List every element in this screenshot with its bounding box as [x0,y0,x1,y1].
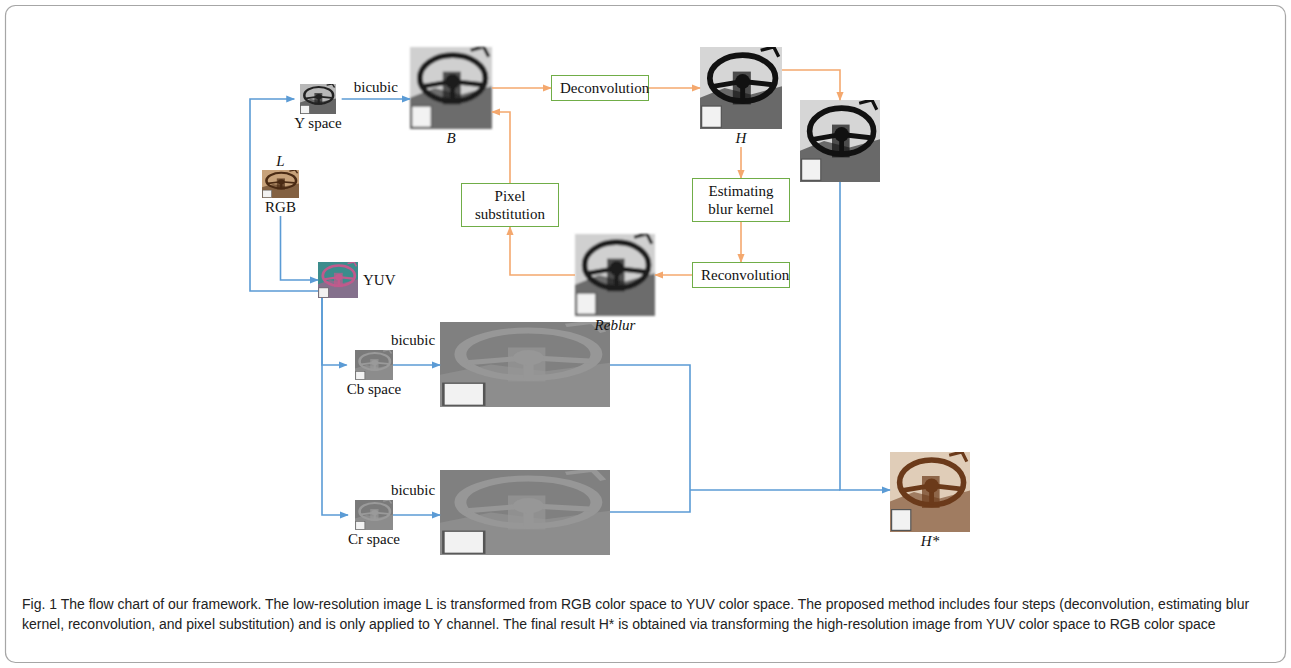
image-label: Y space [294,114,341,132]
process-box: Pixel substitution [461,183,559,227]
flow-wire [840,182,890,490]
image-label: Cb space [347,380,402,398]
image-thumbnail [355,500,393,530]
flow-arrow [322,298,348,515]
image-area [700,47,782,129]
image [440,322,610,407]
arrow-label: bicubic [352,78,400,96]
image-label: RGB [265,198,296,216]
image-area [318,262,358,298]
image-thumbnail [262,170,299,198]
image-node: Y space [294,84,341,132]
image-area [355,500,393,530]
image-label: Cr space [348,530,400,548]
flow-arrow [740,222,742,262]
process-box: Estimating blur kernel [692,178,790,222]
image-label: YUV [363,271,396,289]
flow-arrow [492,112,510,183]
flow-arrow [510,227,575,275]
flow-wire [393,364,440,366]
flow-wire [393,514,440,516]
box-label: Estimating blur kernel [701,182,781,218]
image-area [575,234,655,316]
image-node: L RGB [262,152,299,216]
flow-arrow [649,87,700,89]
image-node: Cr space [348,500,400,548]
image-area [262,170,299,198]
image-label: H* [921,532,939,550]
flow-arrow [492,87,551,89]
flow-arrow [322,298,347,365]
flow-arrow [281,216,319,280]
box-label: Pixel substitution [470,187,550,223]
image-node: B [410,47,492,147]
image-node: Cb space [347,350,402,398]
image [800,100,880,182]
image-area [355,350,393,380]
arrow-label: bicubic [391,481,435,499]
flow-wire [782,70,840,100]
image-area [410,47,492,129]
image-node: H* [890,452,970,550]
image-area [890,452,970,532]
flow-wire [690,489,840,491]
box-label: Reconvolution [701,266,781,284]
image-label: Reblur [595,316,636,334]
image-label: H [736,129,747,147]
image-label: B [446,129,455,147]
image-area [300,84,336,114]
figure-frame [6,6,1286,663]
flow-wire [610,365,690,490]
image [700,47,782,129]
figure-caption: Fig. 1 The flow chart of our framework. … [22,594,1267,634]
process-box: Reconvolution [692,262,790,288]
flow-arrow [740,147,742,178]
image [890,452,970,532]
arrow-label: bicubic [391,331,435,349]
image [440,470,610,555]
image-thumbnail [318,262,358,298]
image-thumbnail [355,350,393,380]
image [410,47,492,129]
image [575,234,655,316]
image-node: Reblur [575,234,655,334]
flow-arrow [342,98,410,100]
image-node: YUV [318,262,396,298]
image-node: H [700,47,782,147]
image-thumbnail [300,84,336,114]
flow-wire [610,490,690,512]
wire-group [393,70,890,515]
process-box: Deconvolution [551,75,649,101]
flow-arrow [655,274,692,276]
image-label: L [276,152,284,170]
box-label: Deconvolution [560,79,640,97]
